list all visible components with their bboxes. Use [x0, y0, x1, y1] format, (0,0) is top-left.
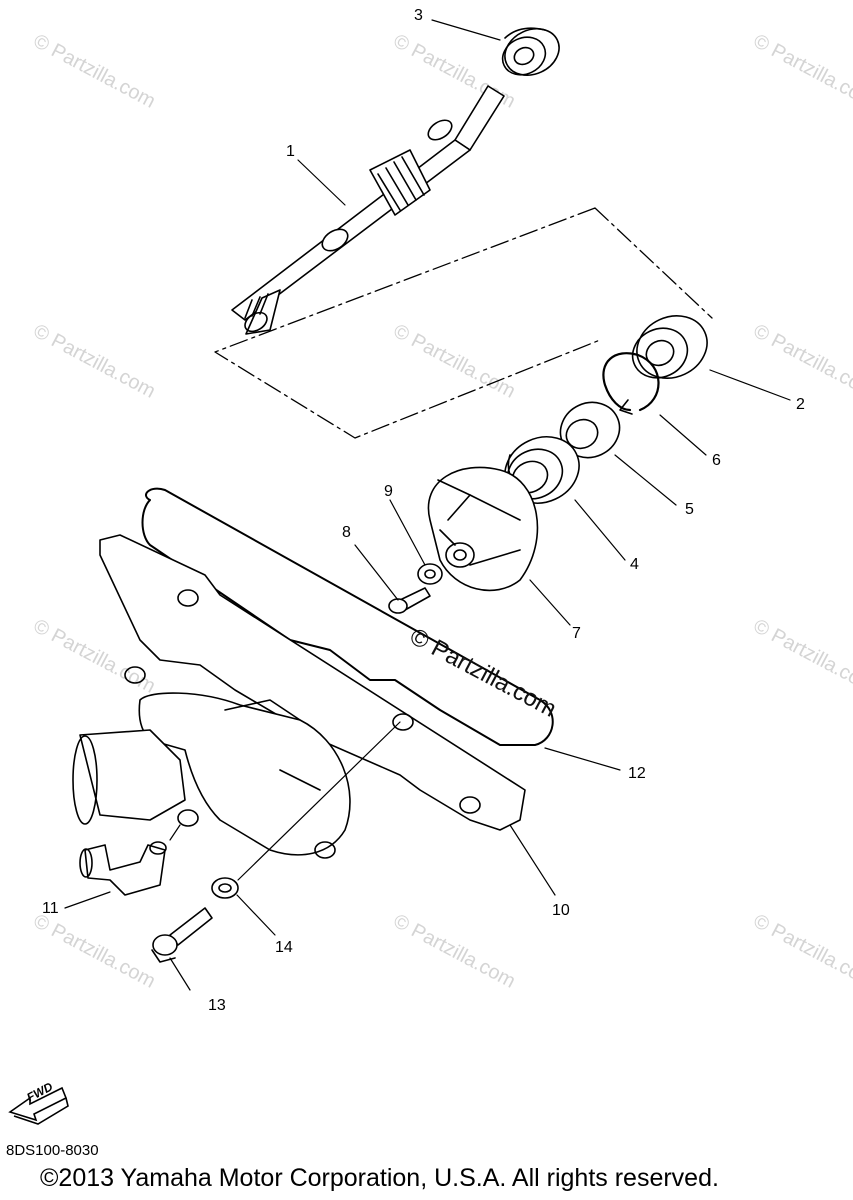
- part-9-washer: [417, 563, 443, 585]
- part-2-bearing: [631, 315, 708, 379]
- part-11-pipe-fitting: [79, 841, 167, 896]
- callout-2[interactable]: 2: [796, 396, 805, 413]
- fwd-arrow-icon: [8, 1086, 69, 1125]
- callout-6[interactable]: 6: [712, 452, 721, 469]
- callout-1[interactable]: 1: [286, 143, 295, 160]
- diagram-code: 8DS100-8030: [6, 1142, 99, 1159]
- copyright-notice: ©2013 Yamaha Motor Corporation, U.S.A. A…: [40, 1164, 719, 1192]
- callout-13[interactable]: 13: [208, 997, 226, 1014]
- callout-4[interactable]: 4: [630, 556, 639, 573]
- part-8-screw: [388, 587, 431, 614]
- part-13-bolt: [151, 907, 213, 963]
- callout-3[interactable]: 3: [414, 7, 423, 24]
- circlip-end: [619, 399, 633, 415]
- callout-7[interactable]: 7: [572, 625, 581, 642]
- part-7-impeller: [427, 466, 539, 592]
- callout-10[interactable]: 10: [552, 902, 570, 919]
- callout-9[interactable]: 9: [384, 483, 393, 500]
- assembly-bracket: [214, 207, 713, 439]
- leader-lines: [64, 19, 791, 991]
- part-3-bearing: [501, 27, 560, 76]
- part-10-pump-housing: [72, 534, 526, 859]
- callout-12[interactable]: 12: [628, 765, 646, 782]
- callout-11[interactable]: 11: [42, 900, 59, 917]
- callout-8[interactable]: 8: [342, 524, 351, 541]
- callout-14[interactable]: 14: [275, 939, 293, 956]
- callout-5[interactable]: 5: [685, 501, 694, 518]
- part-1-impeller-shaft: [231, 85, 505, 335]
- part-14-washer: [211, 877, 239, 899]
- part-12-gasket: [141, 487, 554, 746]
- part-6-circlip: [602, 352, 660, 412]
